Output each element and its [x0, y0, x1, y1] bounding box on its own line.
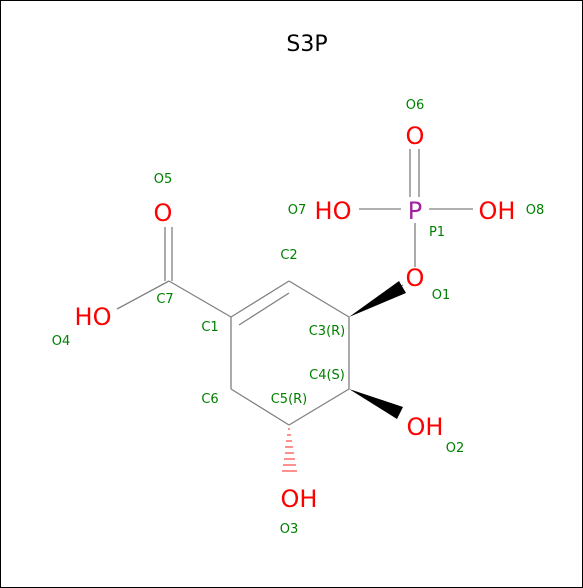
bond-c1-c2-double — [238, 292, 290, 326]
compound-title: S3P — [286, 32, 327, 57]
label-c6: C6 — [201, 392, 218, 407]
label-c7: C7 — [156, 292, 173, 307]
label-o1: O1 — [432, 288, 451, 303]
bonds — [116, 149, 473, 472]
atom-o2: OH — [407, 413, 444, 441]
bond-c1-c2 — [230, 280, 290, 318]
label-c1: C1 — [201, 320, 218, 335]
bond-c4-c5 — [288, 388, 350, 426]
atom-symbols: O O HO P OH O HO OH OH — [75, 122, 516, 513]
label-c4: C4(S) — [309, 368, 345, 383]
atom-p1: P — [408, 197, 422, 225]
atom-labels: O6 O5 O7 P1 O8 C2 O1 C7 C1 C3(R) O4 C4(S… — [52, 98, 545, 537]
label-c3: C3(R) — [309, 324, 346, 339]
label-o4: O4 — [52, 334, 71, 349]
wedge-c4-o2 — [349, 389, 403, 419]
label-o3: O3 — [280, 522, 299, 537]
hash-c5-o3 — [282, 428, 297, 472]
bond-c2-c3 — [288, 280, 350, 318]
label-o5: O5 — [154, 172, 173, 187]
label-o2: O2 — [446, 441, 465, 456]
label-o7: O7 — [288, 203, 307, 218]
atom-o7: HO — [315, 197, 352, 225]
atom-o6: O — [406, 122, 425, 150]
label-c5: C5(R) — [271, 392, 308, 407]
label-p1: P1 — [429, 225, 445, 240]
atom-o4: HO — [75, 303, 112, 331]
atom-o8: OH — [479, 197, 516, 225]
label-o8: O8 — [526, 203, 545, 218]
bond-c1-c7 — [168, 280, 232, 318]
atom-o5: O — [154, 199, 173, 227]
label-o6: O6 — [406, 98, 425, 113]
bond-c5-c6 — [230, 388, 290, 426]
atom-o1: O — [406, 264, 425, 292]
label-c2: C2 — [280, 248, 297, 263]
wedge-c3-o1 — [349, 281, 406, 317]
bond-c7-o4 — [116, 280, 170, 310]
atom-o3: OH — [281, 485, 318, 513]
